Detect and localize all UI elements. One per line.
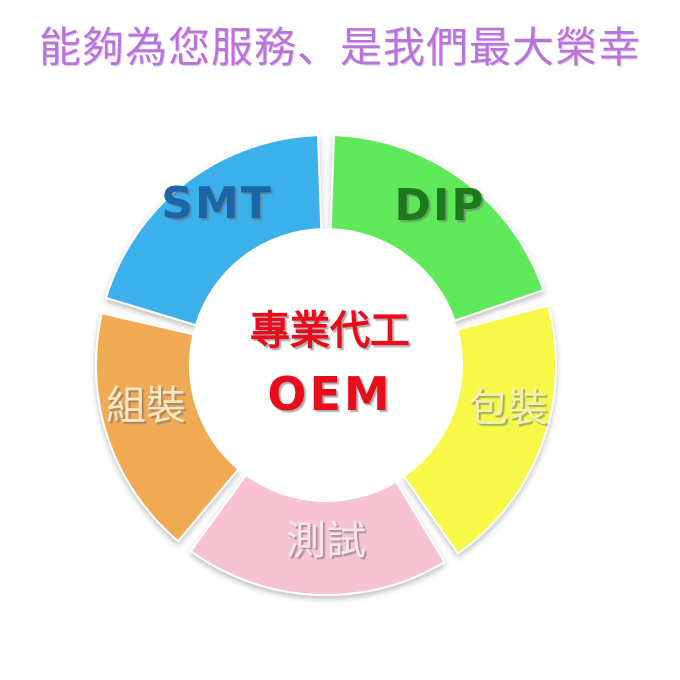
center-subtitle: OEM [267,367,392,421]
center-hub [190,229,462,501]
segment-label-dip: DIP [394,180,485,231]
segment-label-testing: 測試 [286,518,366,564]
center-title: 專業代工 [250,308,410,354]
segment-label-packaging: 包裝 [468,385,548,431]
headline: 能夠為您服務、是我們最大榮幸 [38,23,641,72]
segment-label-assembly: 組裝 [106,383,186,429]
segment-label-smt: SMT [161,178,273,229]
